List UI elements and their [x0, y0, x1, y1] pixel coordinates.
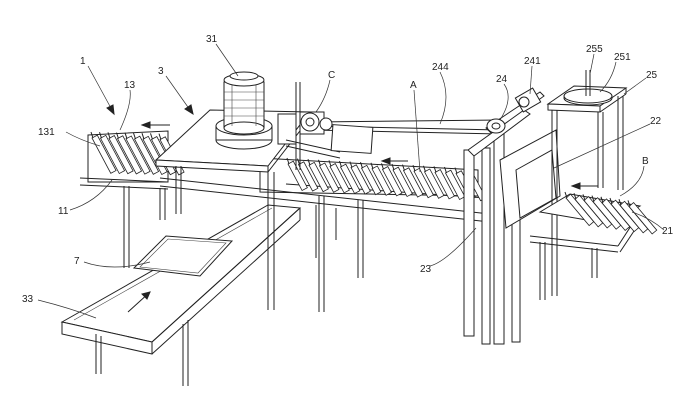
label-7: 7: [74, 256, 80, 267]
roller: [99, 134, 126, 175]
roller: [318, 162, 340, 193]
label-33: 33: [22, 294, 34, 305]
inclined-conveyor-33: [60, 204, 302, 386]
label-241: 241: [524, 56, 541, 67]
roller: [297, 161, 319, 192]
left-roller-frame-1: [79, 121, 185, 268]
transmission-C: [277, 82, 374, 170]
roller-pin: [150, 133, 153, 140]
leader-lines: [37, 43, 665, 319]
label-244: 244: [432, 62, 449, 73]
roller-pin: [286, 157, 290, 165]
label-131: 131: [38, 127, 55, 138]
roller: [444, 169, 466, 201]
label-C: C: [328, 70, 335, 81]
roller: [287, 160, 308, 192]
roller-pin: [133, 132, 136, 140]
label-25: 25: [646, 70, 658, 81]
roller-pin: [124, 132, 128, 139]
roller-pin: [307, 159, 311, 166]
roller-pin: [591, 195, 595, 202]
label-3: 3: [158, 66, 164, 77]
roller: [329, 163, 350, 194]
roller: [360, 164, 382, 196]
roller-pin: [349, 161, 353, 168]
roller: [392, 166, 413, 198]
roller: [116, 135, 143, 175]
right-roller-frame-B: [529, 182, 658, 300]
roller: [423, 168, 445, 199]
roller: [402, 167, 424, 198]
roller: [413, 167, 434, 199]
label-1: 1: [80, 56, 86, 67]
roller-pin: [618, 199, 622, 206]
label-11: 11: [58, 206, 69, 217]
roller-pin: [423, 165, 426, 172]
roller-pin: [158, 133, 162, 140]
roller: [371, 165, 392, 196]
roller-pin: [433, 166, 437, 173]
roller-pin: [99, 132, 102, 139]
label-23: 23: [420, 264, 432, 275]
main-conveyor-A: [159, 119, 501, 312]
roller-pin: [444, 166, 447, 174]
roller-pin: [381, 163, 384, 170]
roller-pin: [370, 162, 374, 169]
label-A: A: [410, 80, 417, 91]
roller-pin: [141, 133, 145, 140]
roller: [381, 166, 403, 197]
label-31: 31: [206, 34, 218, 45]
roller: [91, 134, 117, 174]
roller: [350, 164, 371, 195]
roller: [108, 135, 134, 175]
label-255: 255: [586, 44, 603, 55]
roller-pin: [391, 163, 395, 171]
roller-pin: [609, 197, 613, 205]
label-251: 251: [614, 52, 631, 63]
roller-pin: [116, 132, 119, 139]
roller-pin: [318, 159, 321, 166]
roller-pin: [297, 158, 300, 165]
roller: [133, 135, 160, 175]
middle-rollers: [286, 157, 487, 202]
reference-labels: 1 13 3 31 C 244 A 24 241 255 251 25 22 1…: [22, 34, 674, 305]
top-platform-25: [546, 70, 628, 296]
roller-pin: [582, 194, 586, 201]
motor-31: [215, 71, 273, 150]
roller: [628, 201, 658, 235]
roller-pin: [107, 132, 111, 139]
roller: [339, 163, 361, 195]
label-24: 24: [496, 74, 508, 85]
roller-pin: [328, 160, 332, 167]
roller-pin: [600, 196, 604, 203]
roller-pin: [90, 131, 94, 139]
roller-pin: [402, 164, 405, 171]
lifting-unit-24: [463, 87, 561, 345]
label-22: 22: [650, 116, 662, 127]
roller-pin: [412, 165, 416, 172]
left-rollers: [90, 131, 185, 176]
label-13: 13: [124, 80, 136, 91]
roller-pin: [339, 160, 342, 168]
right-rollers: [564, 191, 658, 235]
roller-pin: [627, 200, 631, 207]
label-B: B: [642, 156, 649, 167]
roller-pin: [573, 193, 577, 200]
label-21: 21: [662, 226, 674, 237]
roller: [308, 161, 329, 193]
tray-7: [132, 235, 234, 277]
roller: [125, 135, 151, 175]
roller-pin: [564, 191, 568, 199]
roller-pin: [454, 167, 458, 174]
roller: [434, 169, 455, 200]
roller-pin: [360, 162, 363, 169]
